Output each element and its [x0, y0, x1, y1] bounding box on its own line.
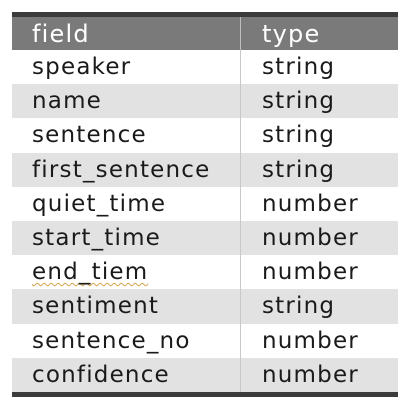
table-row: first_sentence string: [12, 152, 398, 187]
type-cell: string: [262, 156, 336, 183]
field-cell: sentence: [12, 118, 241, 153]
type-cell: number: [262, 259, 359, 286]
field-cell: confidence: [12, 357, 241, 392]
table-row: confidence number: [12, 357, 398, 392]
table-row: sentiment string: [12, 289, 398, 324]
field-cell: speaker: [12, 50, 241, 85]
type-cell: number: [262, 190, 359, 217]
misspelled-field-text: end_tiem: [32, 259, 149, 286]
table-row: name string: [12, 84, 398, 119]
field-cell: quiet_time: [12, 186, 241, 221]
type-cell: string: [262, 54, 336, 81]
field-cell: end_tiem: [12, 255, 241, 290]
field-cell: sentence_no: [12, 323, 241, 358]
field-cell: start_time: [12, 220, 241, 256]
type-cell: number: [262, 327, 359, 354]
type-cell: number: [262, 225, 359, 252]
table-row: quiet_time number: [12, 186, 398, 221]
table-row: start_time number: [12, 220, 398, 256]
table-row: sentence_no number: [12, 323, 398, 358]
header-field: field: [12, 17, 241, 50]
field-cell: sentiment: [12, 289, 241, 324]
type-cell: string: [262, 293, 336, 320]
table-header-row: field type: [12, 17, 398, 50]
table-row: speaker string: [12, 50, 398, 85]
type-cell: string: [262, 88, 336, 115]
header-type: type: [262, 19, 321, 48]
type-cell: number: [262, 361, 359, 388]
field-cell: name: [12, 84, 241, 119]
table-row: sentence string: [12, 118, 398, 153]
field-type-table: field type speaker string name string se…: [12, 12, 398, 397]
type-cell: string: [262, 122, 336, 149]
field-cell: first_sentence: [12, 152, 241, 187]
table-row: end_tiem number: [12, 255, 398, 290]
